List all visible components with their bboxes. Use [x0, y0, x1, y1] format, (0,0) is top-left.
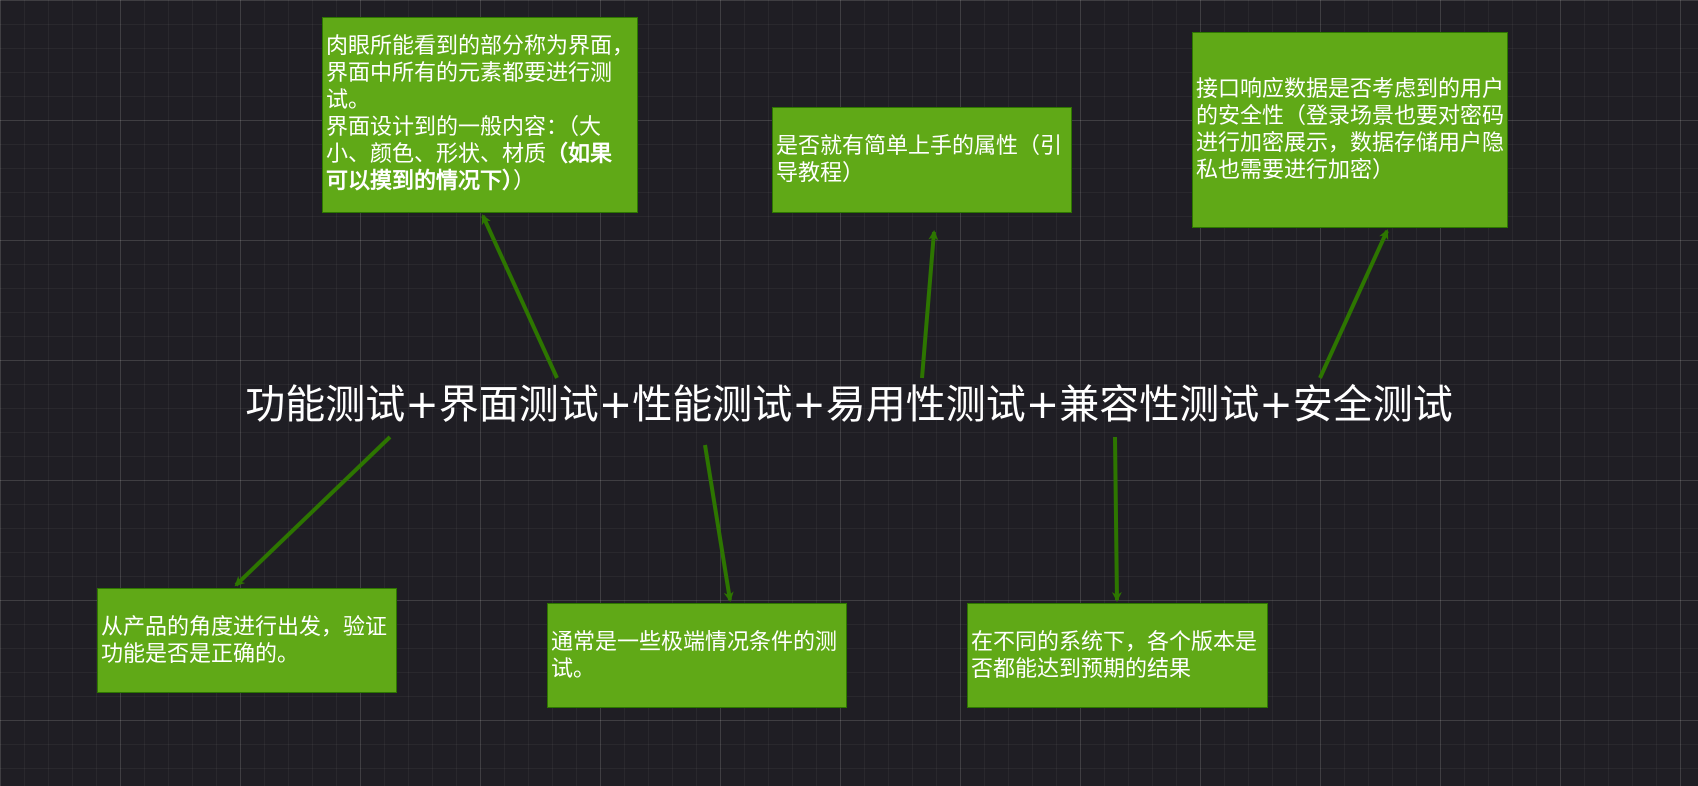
- performance-test-note: 通常是一些极端情况条件的测试。: [547, 603, 847, 708]
- arrow-to-functional-note: [234, 435, 392, 587]
- diagram-title: 功能测试+界面测试+性能测试+易用性测试+兼容性测试+安全测试: [245, 382, 1453, 428]
- usability-test-note: 是否就有简单上手的属性（引导教程）: [772, 107, 1072, 213]
- ui-note-text: 肉眼所能看到的部分称为界面，界面中所有的元素都要进行测试。: [326, 34, 635, 113]
- security-test-note: 接口响应数据是否考虑到的用户的安全性（登录场景也要对密码进行加密展示，数据存储用…: [1192, 32, 1508, 228]
- ui-note-tail: ）: [513, 169, 536, 194]
- ui-test-note: 肉眼所能看到的部分称为界面，界面中所有的元素都要进行测试。 界面设计到的一般内容…: [322, 17, 638, 213]
- compatibility-note-text: 在不同的系统下，各个版本是否都能达到预期的结果: [971, 629, 1258, 682]
- functional-test-note: 从产品的角度进行出发，验证功能是否是正确的。: [97, 588, 397, 693]
- performance-note-text: 通常是一些极端情况条件的测试。: [551, 629, 838, 682]
- ui-note-line2: 界面设计到的一般内容：（大小、颜色、形状、材质: [326, 115, 602, 167]
- functional-note-text: 从产品的角度进行出发，验证功能是否是正确的。: [101, 614, 388, 667]
- arrow-to-compatibility-note: [1111, 436, 1122, 602]
- usability-note-text: 是否就有简单上手的属性（引导教程）: [776, 134, 1063, 186]
- arrow-to-performance-note: [703, 444, 734, 602]
- compatibility-test-note: 在不同的系统下，各个版本是否都能达到预期的结果: [967, 603, 1268, 708]
- ui-note-bold: （如果可以摸到的情况下）: [326, 142, 613, 194]
- security-note-text: 接口响应数据是否考虑到的用户的安全性（登录场景也要对密码进行加密展示，数据存储用…: [1196, 77, 1505, 183]
- arrow-to-usability-note: [920, 230, 939, 379]
- arrow-to-security-note: [1318, 229, 1389, 379]
- arrow-to-ui-note: [481, 214, 559, 379]
